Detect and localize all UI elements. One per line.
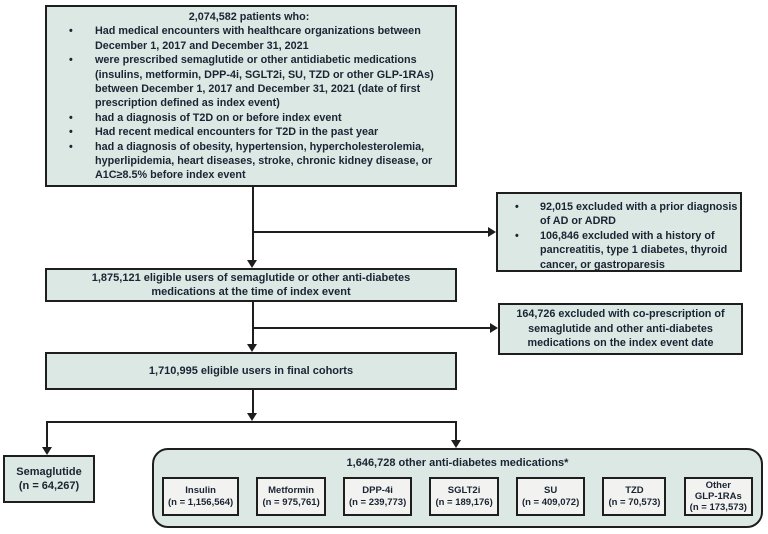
medication-box: Metformin (n = 975,761) [256, 477, 326, 516]
connector-to-semaglutide [46, 421, 48, 447]
criteria-item: Had recent medical encounters for T2D in… [47, 125, 451, 140]
arrowhead-down-split [247, 413, 257, 421]
arrowhead-right-exclusion-1 [488, 227, 496, 237]
medication-name: Metformin [268, 485, 315, 497]
medication-box: Other GLP-1RAs (n = 173,573) [683, 477, 753, 516]
final-cohorts-box: 1,710,995 eligible users in final cohort… [45, 352, 457, 390]
medication-n: (n = 239,773) [348, 496, 407, 508]
patients-count-title: 2,074,582 patients who: [188, 11, 310, 23]
eligible-users-text: 1,875,121 eligible users of semaglutide … [91, 271, 411, 299]
connector-final-down [252, 390, 254, 414]
medication-box: Insulin (n = 1,156,564) [162, 477, 240, 516]
medication-n: (n = 975,761) [262, 496, 320, 508]
medication-box: SU (n = 409,072) [515, 477, 586, 516]
exclusion-item: 92,015 excluded with a prior diagnosis o… [498, 200, 738, 229]
medication-boxes-row: Insulin (n = 1,156,564) Metformin (n = 9… [162, 477, 753, 516]
medication-name: DPP-4i [362, 485, 393, 497]
arrowhead-down-semaglutide [42, 447, 52, 455]
medication-n: (n = 173,573) [689, 502, 747, 514]
criteria-item: had a diagnosis of T2D on or before inde… [47, 111, 451, 126]
connector-split-horizontal [46, 421, 457, 423]
final-cohorts-text: 1,710,995 eligible users in final cohort… [148, 365, 354, 377]
medication-n: (n = 189,176) [435, 496, 493, 508]
criteria-item: Had medical encounters with healthcare o… [47, 24, 451, 53]
other-medications-title: 1,646,728 other anti-diabetes medication… [346, 457, 569, 469]
medication-name: Insulin [185, 485, 216, 497]
medication-name: Other GLP-1RAs [694, 479, 742, 502]
arrowhead-down-other-meds [451, 440, 461, 448]
medication-box: TZD (n = 70,573) [602, 477, 667, 516]
criteria-item: had a diagnosis of obesity, hypertension… [47, 140, 451, 183]
arrowhead-down-eligible [247, 260, 257, 268]
semaglutide-n: (n = 64,267) [18, 480, 80, 492]
medication-name: SGLT2i [447, 485, 481, 497]
medication-n: (n = 1,156,564) [168, 496, 234, 508]
exclusion-box-2: 164,726 excluded with co-prescription of… [498, 303, 743, 355]
connector-branch-exclusion-1 [253, 231, 488, 233]
other-medications-container: 1,646,728 other anti-diabetes medication… [152, 448, 763, 528]
connector-branch-exclusion-2 [253, 327, 490, 329]
patients-criteria-list: Had medical encounters with healthcare o… [47, 24, 451, 182]
connector-top-to-eligible [252, 187, 254, 261]
connector-to-other-meds [455, 421, 457, 440]
medication-name: TZD [625, 485, 644, 497]
eligible-users-box: 1,875,121 eligible users of semaglutide … [45, 268, 457, 302]
medication-box: SGLT2i (n = 189,176) [429, 477, 499, 516]
exclusion-list-1: 92,015 excluded with a prior diagnosis o… [498, 200, 738, 272]
exclusion-item: 106,846 excluded with a history of pancr… [498, 229, 738, 272]
connector-eligible-to-final [252, 302, 254, 344]
exclusion-box-1: 92,015 excluded with a prior diagnosis o… [496, 192, 742, 272]
medication-box: DPP-4i (n = 239,773) [342, 477, 413, 516]
medication-n: (n = 409,072) [521, 496, 580, 508]
semaglutide-label: Semaglutide [16, 465, 82, 478]
arrowhead-down-final [247, 344, 257, 352]
patients-criteria-box: 2,074,582 patients who: Had medical enco… [45, 5, 457, 187]
semaglutide-cohort-box: Semaglutide (n = 64,267) [3, 455, 95, 503]
exclusion-text-2: 164,726 excluded with co-prescription of… [516, 308, 725, 350]
medication-name: SU [543, 485, 558, 497]
arrowhead-right-exclusion-2 [490, 323, 498, 333]
criteria-item: were prescribed semaglutide or other ant… [47, 53, 451, 111]
medication-n: (n = 70,573) [608, 496, 661, 508]
